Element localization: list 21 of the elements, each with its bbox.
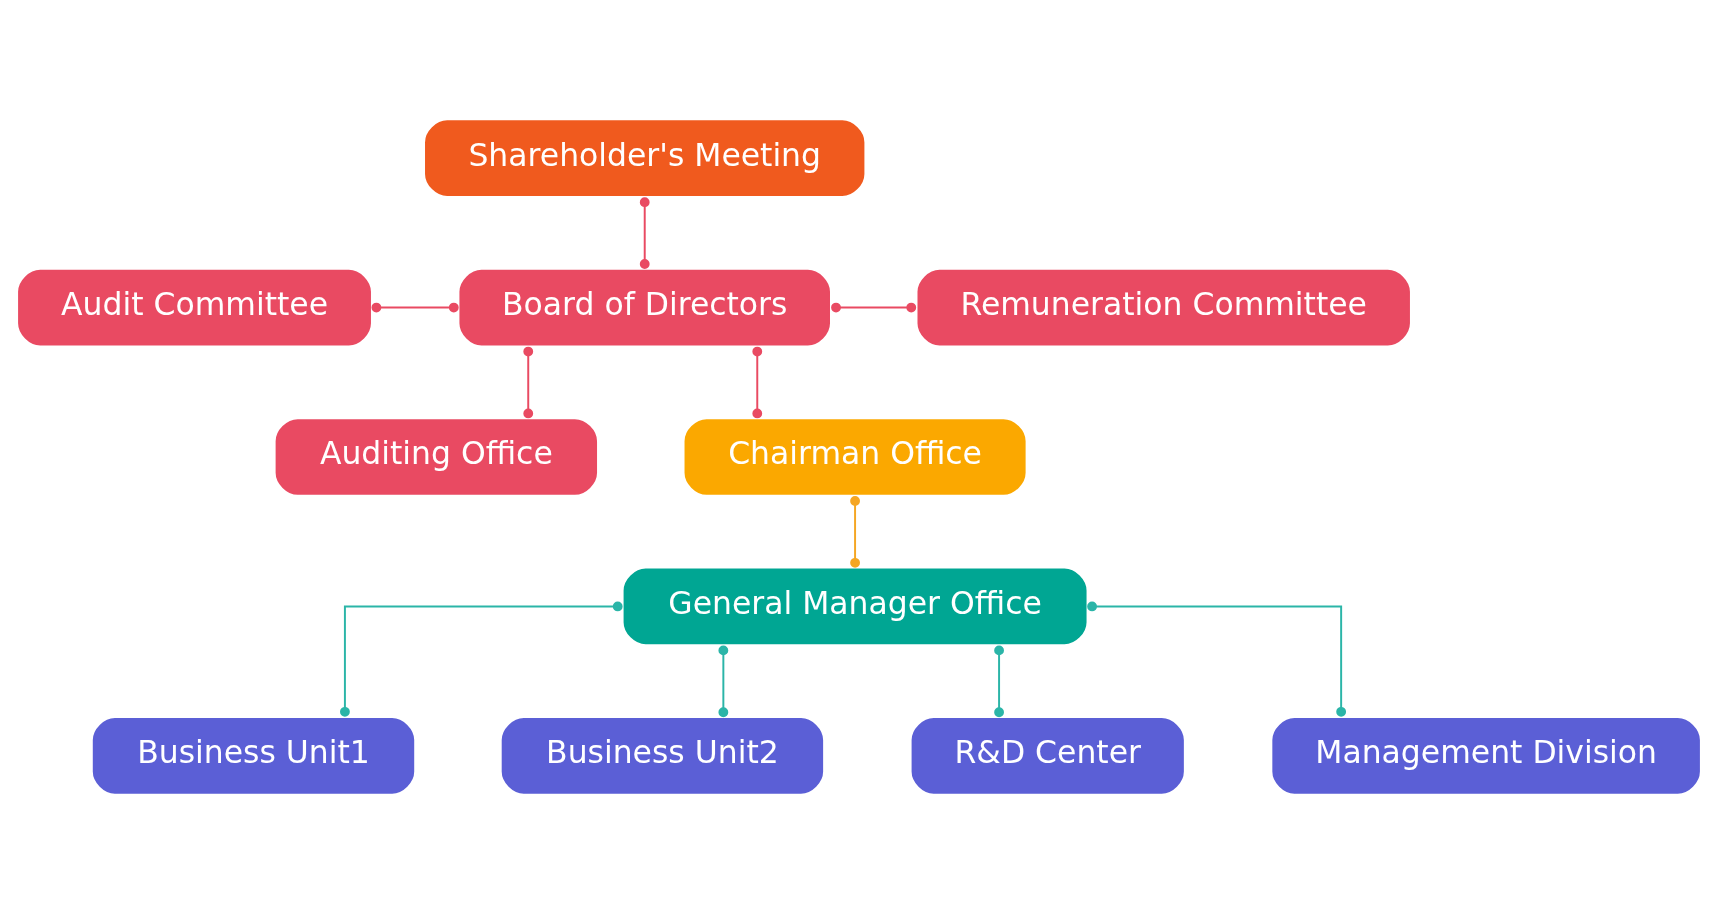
node-box: R&D Center (908, 715, 1187, 797)
node-box: Business Unit1 (89, 715, 418, 797)
connector (994, 645, 1004, 718)
connector (1087, 601, 1347, 717)
connector (718, 645, 729, 718)
connector (752, 346, 763, 419)
node-box: Board of Directors (456, 266, 833, 349)
node-box: Auditing Office (272, 416, 600, 498)
connector (831, 302, 917, 313)
connector (850, 496, 860, 568)
connector (639, 197, 650, 269)
node-box: Management Division (1269, 715, 1703, 797)
node-box: Chairman Office (681, 416, 1029, 498)
node-box: Business Unit2 (498, 715, 827, 797)
node-box: General Manager Office (620, 565, 1090, 648)
node-box: Remuneration Committee (914, 266, 1413, 349)
connector (523, 346, 534, 419)
connector (371, 302, 459, 313)
connector (340, 601, 623, 717)
node-box: Audit Committee (15, 266, 374, 349)
node-box: Shareholder's Meeting (422, 117, 868, 199)
